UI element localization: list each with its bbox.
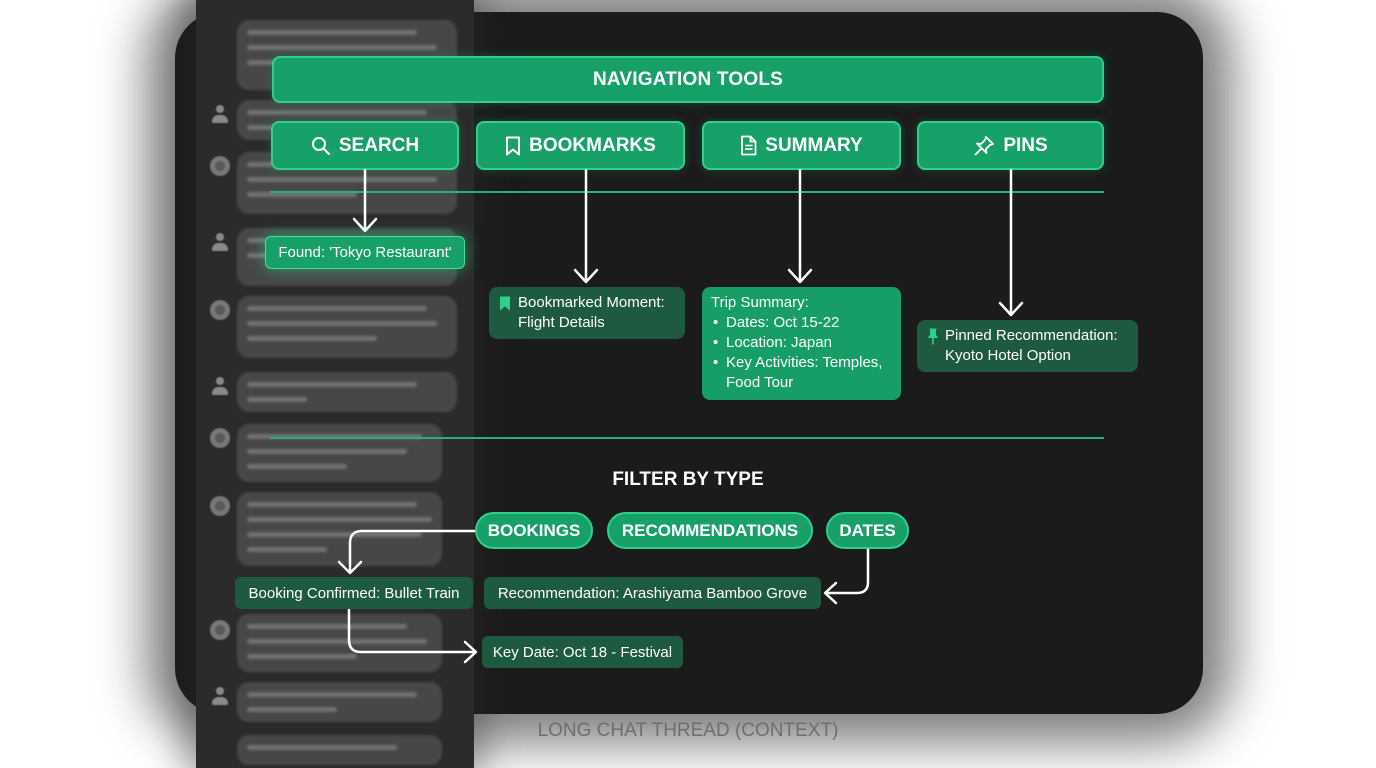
user-avatar-icon (210, 232, 230, 252)
chat-bubble (237, 735, 442, 765)
search-result: Found: 'Tokyo Restaurant' (265, 236, 465, 269)
chat-bubble (237, 492, 442, 566)
chat-bubble (237, 424, 442, 482)
search-button-label: SEARCH (338, 134, 420, 156)
filter-result-recommendation: Recommendation: Arashiyama Bamboo Grove (484, 577, 821, 609)
chat-bubble (237, 614, 442, 672)
pins-button[interactable]: PINS (917, 121, 1104, 170)
assistant-avatar-icon (210, 300, 230, 320)
filter-result-text: Booking Confirmed: Bullet Train (248, 584, 460, 602)
user-avatar-icon (210, 104, 230, 124)
bookmark-icon (499, 296, 511, 339)
summary-heading: Trip Summary: (711, 294, 809, 311)
user-avatar-icon (210, 376, 230, 396)
assistant-avatar-icon (210, 620, 230, 640)
filter-chip-label: DATES (839, 520, 896, 540)
assistant-avatar-icon (210, 156, 230, 176)
bookmark-icon (505, 136, 521, 156)
user-avatar-icon (210, 686, 230, 706)
assistant-avatar-icon (210, 428, 230, 448)
search-button[interactable]: SEARCH (271, 121, 459, 170)
summary-result-card: Trip Summary: Dates: Oct 15-22 Location:… (702, 287, 901, 400)
chat-bubble (237, 296, 457, 358)
divider-line (270, 191, 1104, 193)
summary-item: Dates: Oct 15-22 (711, 313, 893, 333)
divider-line (270, 437, 1104, 439)
summary-item: Key Activities: Temples, Food Tour (711, 353, 893, 393)
summary-button-label: SUMMARY (765, 134, 863, 156)
search-result-text: Found: 'Tokyo Restaurant' (278, 244, 452, 261)
bookmarks-button[interactable]: BOOKMARKS (476, 121, 685, 170)
pin-icon (973, 135, 995, 157)
assistant-avatar-icon (210, 496, 230, 516)
summary-item: Location: Japan (711, 333, 893, 353)
filter-result-booking: Booking Confirmed: Bullet Train (235, 577, 473, 609)
bookmark-result-title: Bookmarked Moment: (518, 294, 665, 311)
pin-result-detail: Kyoto Hotel Option (945, 347, 1071, 364)
bookmark-result-detail: Flight Details (518, 314, 605, 331)
bookmarks-button-label: BOOKMARKS (529, 134, 656, 156)
filter-chip-label: RECOMMENDATIONS (621, 520, 799, 540)
summary-button[interactable]: SUMMARY (702, 121, 901, 170)
filter-chip-dates[interactable]: DATES (826, 512, 909, 549)
chat-bubble (237, 682, 442, 722)
filter-result-date: Key Date: Oct 18 - Festival (482, 636, 683, 668)
pin-result-card: Pinned Recommendation: Kyoto Hotel Optio… (917, 320, 1138, 372)
chat-thread-caption: LONG CHAT THREAD (CONTEXT) (537, 720, 839, 741)
pin-result-title: Pinned Recommendation: (945, 327, 1118, 344)
bookmark-result-card: Bookmarked Moment: Flight Details (489, 287, 685, 339)
filter-result-text: Recommendation: Arashiyama Bamboo Grove (497, 584, 808, 602)
filter-section-title: FILTER BY TYPE (612, 469, 764, 490)
document-icon (740, 135, 757, 156)
filter-chip-label: BOOKINGS (487, 520, 581, 540)
navigation-tools-title: NAVIGATION TOOLS (592, 68, 784, 90)
filter-result-text: Key Date: Oct 18 - Festival (492, 643, 673, 661)
chat-bubble (237, 372, 457, 412)
summary-list: Dates: Oct 15-22 Location: Japan Key Act… (711, 313, 893, 393)
pins-button-label: PINS (1003, 134, 1048, 156)
filter-chip-bookings[interactable]: BOOKINGS (475, 512, 593, 549)
pushpin-icon (927, 328, 939, 372)
filter-chip-recommendations[interactable]: RECOMMENDATIONS (607, 512, 813, 549)
search-icon (311, 136, 331, 156)
navigation-tools-header: NAVIGATION TOOLS (272, 56, 1104, 103)
